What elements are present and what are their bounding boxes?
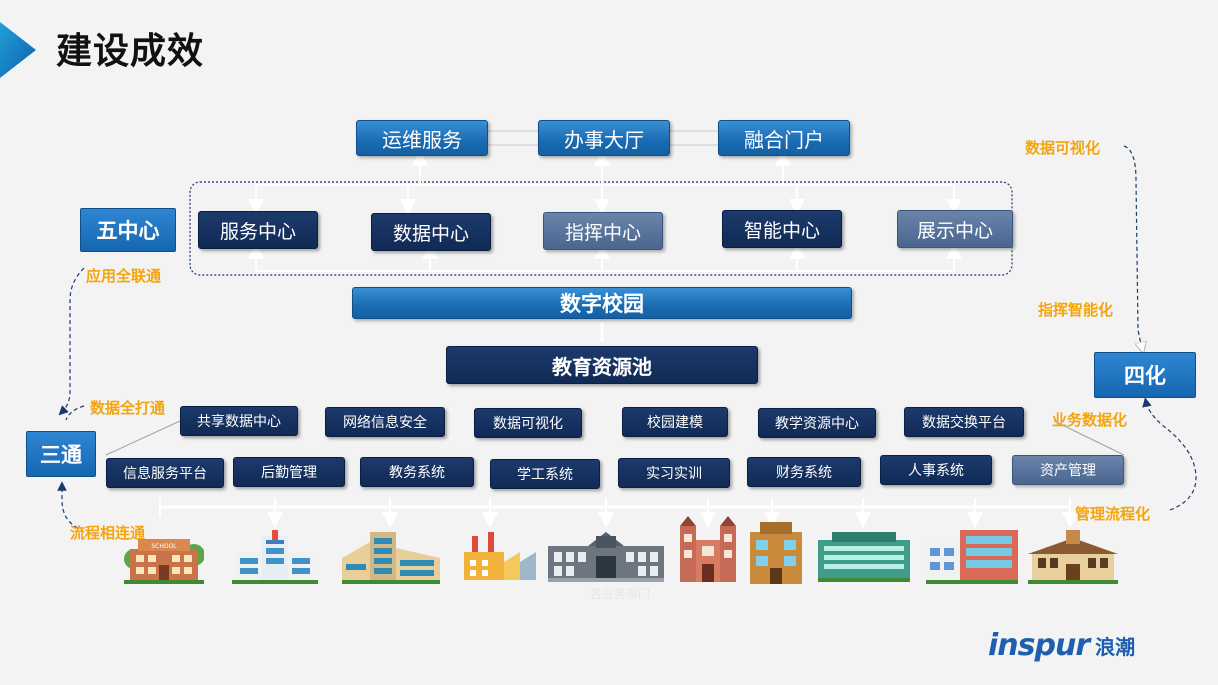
system-logistics[interactable]: 后勤管理 bbox=[233, 457, 345, 487]
service-ops-label: 运维服务 bbox=[382, 127, 462, 152]
church-building-icon bbox=[680, 516, 736, 582]
system-label: 教学资源中心 bbox=[775, 416, 859, 432]
center-data[interactable]: 数据中心 bbox=[371, 213, 491, 251]
system-finance[interactable]: 财务系统 bbox=[747, 457, 861, 487]
system-label: 人事系统 bbox=[908, 463, 964, 479]
center-smart-label: 智能中心 bbox=[743, 219, 820, 242]
label-data-visual: 数据可视化 bbox=[1025, 139, 1101, 157]
system-label: 后勤管理 bbox=[261, 465, 317, 481]
system-label: 资产管理 bbox=[1040, 463, 1096, 479]
factory-building-icon bbox=[464, 532, 536, 580]
system-asset-management[interactable]: 资产管理 bbox=[1012, 455, 1124, 485]
system-campus-modeling[interactable]: 校园建模 bbox=[622, 407, 728, 437]
five-center-label: 五中心 bbox=[80, 208, 176, 252]
label-process-connect: 流程相连通 bbox=[70, 524, 146, 542]
system-label: 共享数据中心 bbox=[197, 414, 281, 430]
logo-brand: inspur bbox=[988, 628, 1090, 663]
center-display-label: 展示中心 bbox=[916, 219, 993, 242]
system-teaching-resource-center[interactable]: 教学资源中心 bbox=[758, 408, 876, 438]
three-links-label: 三通 bbox=[26, 431, 96, 477]
system-label: 实习实训 bbox=[646, 466, 702, 482]
service-portal[interactable]: 融合门户 bbox=[718, 120, 850, 156]
inspur-logo: inspur 浪潮 bbox=[988, 628, 1135, 663]
center-service[interactable]: 服务中心 bbox=[198, 211, 318, 249]
center-command[interactable]: 指挥中心 bbox=[543, 212, 663, 250]
tower-building-icon bbox=[750, 522, 802, 584]
library-building-icon bbox=[1028, 530, 1118, 584]
system-shared-data-center[interactable]: 共享数据中心 bbox=[180, 406, 298, 436]
system-student-affairs[interactable]: 学工系统 bbox=[490, 459, 600, 489]
resource-pool-bar[interactable]: 教育资源池 bbox=[446, 346, 758, 384]
government-building-icon bbox=[548, 532, 664, 582]
center-display[interactable]: 展示中心 bbox=[897, 210, 1013, 248]
title-arrow-icon bbox=[0, 22, 36, 78]
school-building-icon: SCHOOL bbox=[124, 539, 204, 584]
four-mod-label: 四化 bbox=[1094, 352, 1196, 398]
service-hall[interactable]: 办事大厅 bbox=[538, 120, 670, 156]
center-service-label: 服务中心 bbox=[219, 220, 296, 243]
system-label: 学工系统 bbox=[517, 467, 573, 483]
system-label: 财务系统 bbox=[776, 465, 832, 481]
system-label: 校园建模 bbox=[647, 415, 703, 431]
digital-campus-bar[interactable]: 数字校园 bbox=[352, 287, 852, 319]
apartment-building-icon bbox=[926, 530, 1018, 584]
logo-cn: 浪潮 bbox=[1095, 635, 1136, 659]
resource-pool-label: 教育资源池 bbox=[552, 354, 652, 379]
system-label: 数据可视化 bbox=[493, 416, 563, 432]
system-network-security[interactable]: 网络信息安全 bbox=[325, 407, 445, 437]
service-portal-label: 融合门户 bbox=[744, 127, 824, 152]
center-command-label: 指挥中心 bbox=[564, 221, 641, 244]
system-label: 数据交换平台 bbox=[922, 415, 1006, 431]
service-hall-label: 办事大厅 bbox=[564, 127, 644, 152]
label-app-interconnect: 应用全联通 bbox=[86, 267, 162, 285]
label-data-through: 数据全打通 bbox=[90, 399, 166, 417]
hospital-building-icon bbox=[232, 530, 318, 584]
system-internship-training[interactable]: 实习实训 bbox=[618, 458, 730, 488]
campus-hall-icon bbox=[818, 532, 910, 582]
system-label: 网络信息安全 bbox=[343, 415, 427, 431]
label-business-data: 业务数据化 bbox=[1052, 411, 1128, 429]
system-academic-affairs[interactable]: 教务系统 bbox=[360, 457, 474, 487]
system-hr[interactable]: 人事系统 bbox=[880, 455, 992, 485]
system-label: 信息服务平台 bbox=[123, 466, 207, 482]
system-data-visualization[interactable]: 数据可视化 bbox=[474, 408, 582, 438]
system-label: 教务系统 bbox=[389, 465, 445, 481]
center-data-label: 数据中心 bbox=[392, 222, 469, 245]
departments-caption: 各业务部门 bbox=[590, 587, 651, 601]
system-data-exchange-platform[interactable]: 数据交换平台 bbox=[904, 407, 1024, 437]
center-smart[interactable]: 智能中心 bbox=[722, 210, 842, 248]
digital-campus-label: 数字校园 bbox=[560, 292, 644, 316]
service-ops[interactable]: 运维服务 bbox=[356, 120, 488, 156]
label-command-smart: 指挥智能化 bbox=[1038, 301, 1114, 319]
system-info-service-platform[interactable]: 信息服务平台 bbox=[106, 458, 224, 488]
school-sign-text: SCHOOL bbox=[151, 543, 177, 550]
page-title: 建设成效 bbox=[56, 31, 205, 72]
label-management-process: 管理流程化 bbox=[1075, 505, 1151, 523]
office-complex-icon bbox=[342, 532, 440, 584]
